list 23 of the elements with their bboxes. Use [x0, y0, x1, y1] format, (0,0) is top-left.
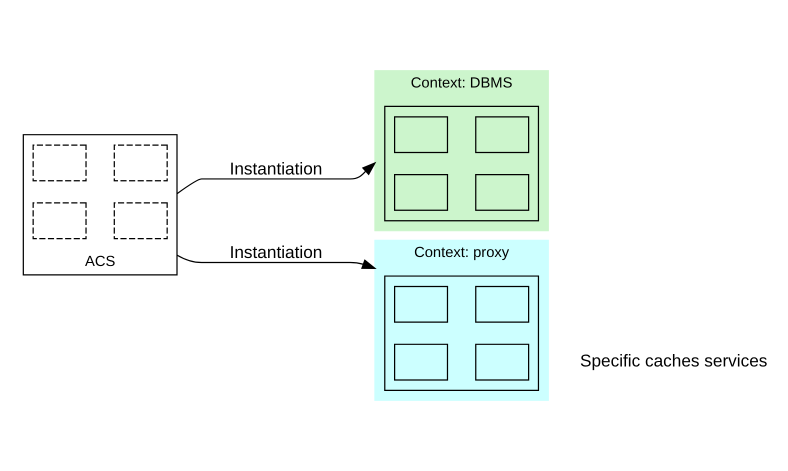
node-box	[32, 144, 87, 182]
arrow	[176, 254, 377, 270]
edge-label: Instantiation	[230, 242, 322, 262]
edge-label: Instantiation	[230, 158, 322, 178]
node-box	[394, 116, 448, 154]
node-box	[114, 202, 168, 240]
node-box	[475, 286, 530, 323]
cluster: Context: DBMS	[374, 70, 549, 232]
node-box	[394, 286, 448, 323]
cluster	[384, 275, 540, 392]
cluster	[22, 134, 178, 276]
cluster: Context: proxy	[374, 240, 549, 401]
node-box	[114, 144, 168, 182]
node-box	[475, 116, 530, 154]
arrow	[176, 162, 376, 194]
node-label: ACS	[84, 254, 116, 270]
label: Specific caches services	[580, 350, 768, 371]
node-box	[475, 174, 530, 211]
node-box	[475, 344, 530, 381]
node-box	[394, 174, 448, 211]
cluster	[384, 106, 540, 222]
node-box	[394, 344, 448, 381]
node-box	[32, 202, 87, 240]
